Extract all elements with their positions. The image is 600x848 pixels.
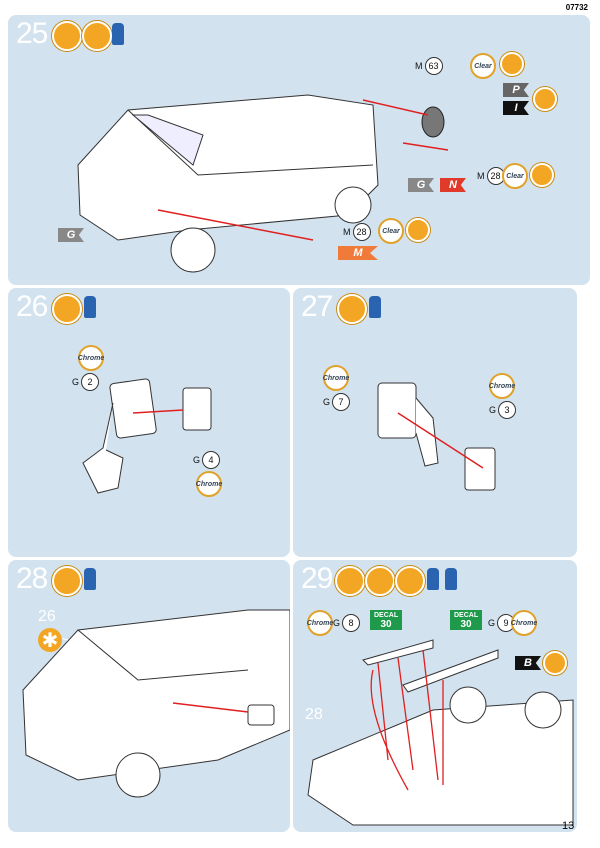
ref-label-28: 28 xyxy=(305,706,323,723)
chrome-finish-badge: Chrome xyxy=(196,471,222,497)
sprue-letter: G xyxy=(193,455,201,465)
flag-p: P xyxy=(503,83,529,97)
paint-bottle-icon xyxy=(84,296,96,318)
decal-fix-bottle-icon xyxy=(427,568,439,590)
flag-b: B xyxy=(515,656,541,670)
step-number: 26 xyxy=(16,290,48,323)
part-number: 63 xyxy=(424,57,443,75)
decal-label: DECAL xyxy=(454,612,479,619)
glue-icon xyxy=(337,294,367,324)
step-number: 29 xyxy=(301,562,333,595)
decal-number: 30 xyxy=(380,619,392,630)
sprue-letter: G xyxy=(333,618,341,628)
part-number: 8 xyxy=(342,614,361,632)
flag-n: N xyxy=(440,178,466,192)
decal-number: 30 xyxy=(460,619,472,630)
paint-bottle-icon xyxy=(445,568,457,590)
detail-asterisk-icon: ✱ xyxy=(38,628,62,652)
ref-label-26: 26 xyxy=(38,608,56,625)
page-number: 13 xyxy=(562,820,575,832)
sprue-letter: M xyxy=(415,61,423,71)
chrome-finish-badge: Chrome xyxy=(307,610,333,636)
decal-icon xyxy=(395,566,425,596)
chrome-finish-badge: Chrome xyxy=(323,365,349,391)
ref-label-25: 25 xyxy=(252,622,270,639)
chrome-finish-badge: Chrome xyxy=(78,345,104,371)
step-28-panel: 28 26 ✱ 25 27 xyxy=(8,560,290,832)
mirror-drawing xyxy=(377,382,496,491)
paint-icon xyxy=(82,21,112,51)
glue-icon xyxy=(52,21,82,51)
sprue-letter: M xyxy=(477,171,485,181)
paint-bottle-icon xyxy=(112,23,124,45)
flag-g: G xyxy=(58,228,84,242)
chassis-drawing xyxy=(307,639,574,826)
flag-m: M xyxy=(338,246,378,260)
step-number: 27 xyxy=(301,290,333,323)
clear-finish-badge: Clear xyxy=(502,163,528,189)
chrome-finish-badge: Chrome xyxy=(511,610,537,636)
chrome-finish-badge: Chrome xyxy=(489,373,515,399)
flag-g: G xyxy=(408,178,434,192)
van-drawing xyxy=(77,94,449,273)
glue-icon xyxy=(52,294,82,324)
part-number: 3 xyxy=(498,401,517,419)
paint-icon xyxy=(365,566,395,596)
ref-label-27: 27 xyxy=(252,670,270,687)
flag-i: I xyxy=(503,101,529,115)
sprue-letter: G xyxy=(72,377,80,387)
part-number: 2 xyxy=(81,373,100,391)
part-number: 28 xyxy=(352,223,371,241)
step-number: 25 xyxy=(16,17,48,50)
rotate-icon xyxy=(543,651,567,675)
step-number: 28 xyxy=(16,562,48,595)
rotate-icon xyxy=(530,163,554,187)
sprue-letter: G xyxy=(489,405,497,415)
rotate-icon xyxy=(406,218,430,242)
rotate-icon xyxy=(533,87,557,111)
part-number: 7 xyxy=(332,393,351,411)
sprue-letter: M xyxy=(343,227,351,237)
mirror-drawing xyxy=(82,378,212,494)
decal-label: DECAL xyxy=(374,612,399,619)
document-code: 07732 xyxy=(565,3,588,12)
part-number: 4 xyxy=(202,451,221,469)
clear-finish-badge: Clear xyxy=(470,53,496,79)
rotate-icon xyxy=(500,52,524,76)
glue-icon xyxy=(335,566,365,596)
glue-icon xyxy=(52,566,82,596)
sprue-letter: G xyxy=(488,618,496,628)
paint-bottle-icon xyxy=(369,296,381,318)
sprue-letter: G xyxy=(323,397,331,407)
clear-finish-badge: Clear xyxy=(378,218,404,244)
paint-bottle-icon xyxy=(84,568,96,590)
van-front-drawing xyxy=(22,609,290,798)
